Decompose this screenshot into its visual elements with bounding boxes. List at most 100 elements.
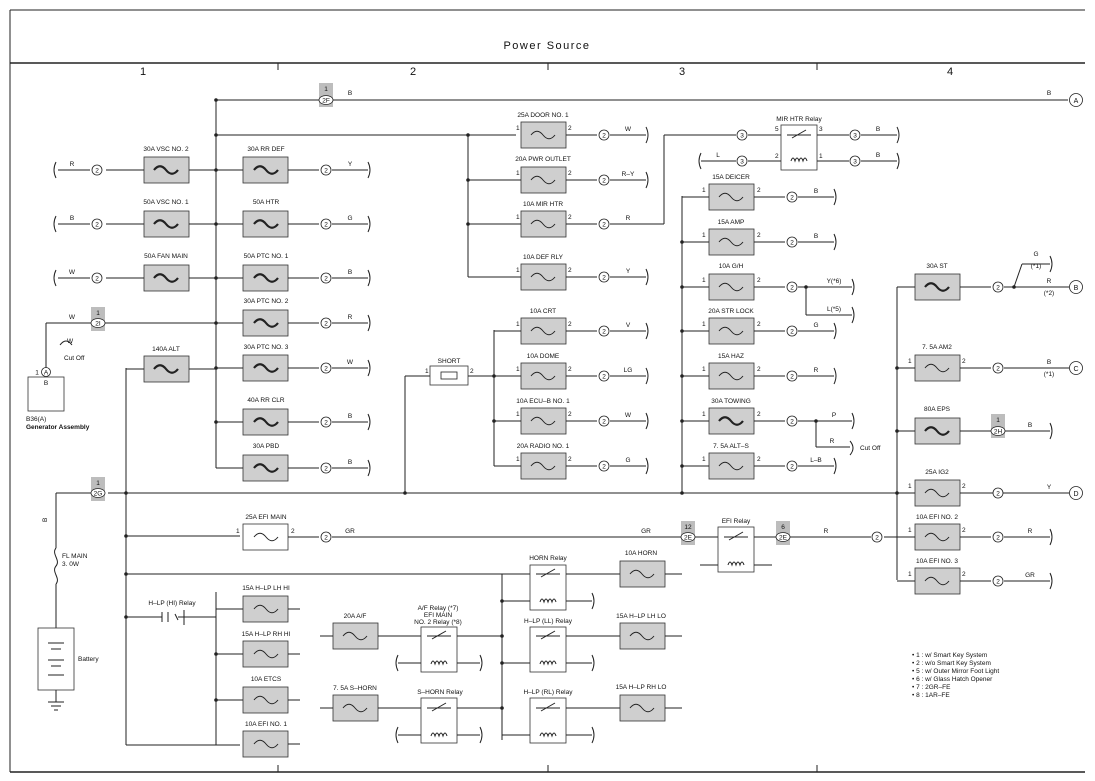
wire-color: Y(*6): [827, 278, 842, 285]
fusible-link-fl-main: FL MAIN 3. 0W: [54, 547, 88, 628]
pin-number: 1: [996, 417, 1000, 424]
legend-entry: • 6 : w/ Glass Hatch Opener: [912, 676, 993, 683]
fuse-label: 15A H–LP RH LO: [616, 684, 667, 691]
pin-number: 2: [568, 366, 572, 373]
wire-color: B: [1047, 90, 1051, 97]
component-name: Generator Assembly: [26, 424, 90, 431]
relay-label: H–LP (LL) Relay: [524, 618, 573, 625]
pin-number: 1: [324, 86, 328, 93]
connector-label: 2H: [994, 429, 1003, 436]
fuse-label: 30A PTC NO. 3: [244, 344, 289, 351]
relay-label: H–LP (HI) Relay: [148, 600, 196, 607]
wire-color: R: [1028, 528, 1033, 535]
horn-relay: HORN Relay 10A HORN: [502, 550, 682, 611]
fuse-label: 15A AMP: [718, 219, 745, 226]
fuse-label: 20A STR LOCK: [708, 308, 754, 315]
fuse-30a-st: 30A ST 2 G (*1) R (*2) B: [897, 251, 1083, 301]
fuse-140a-alt: 140A ALT: [126, 346, 216, 383]
cut-off-label: Cut Off: [860, 445, 881, 452]
connector-label: 2: [790, 419, 794, 426]
pin-number: 1: [702, 411, 706, 418]
wire-note: (*2): [1044, 290, 1054, 297]
wire-color: B: [814, 188, 818, 195]
fuse-80a-eps: 80A EPS 1 2H B: [897, 406, 1053, 445]
fuse-10a-etcs: 10A ETCS: [216, 676, 300, 714]
generator-assembly: A 1 B B36(A) Generator Assembly: [26, 367, 90, 431]
wire-color: R: [626, 215, 631, 222]
pin-number: 2: [568, 125, 572, 132]
connector-label: 2: [875, 535, 879, 542]
wire-color: LG: [624, 367, 633, 374]
connector-label: 2: [324, 276, 328, 283]
fuse-label: 7. 5A AM2: [922, 344, 952, 351]
fuse-label: 30A ST: [926, 263, 947, 270]
connector-label: 2: [790, 240, 794, 247]
relay-label: EFI Relay: [722, 518, 751, 525]
diagram-frame: [9, 9, 1085, 773]
pin-number: 1: [516, 321, 520, 328]
pin-number: 2: [757, 411, 761, 418]
fuse-10a-efi-no1: 10A EFI NO. 1: [242, 721, 300, 758]
af-efi-main-relay: A/F Relay (*7) EFI MAIN NO. 2 Relay (*8): [395, 605, 483, 673]
fuse-label: 80A EPS: [924, 406, 951, 413]
fuse-label: 25A EFI MAIN: [245, 514, 286, 521]
pin-number: 2: [775, 153, 779, 160]
mir-htr-relay: MIR HTR Relay 5 3 2 1 3 3 B L 3 3 B: [698, 116, 900, 171]
wire-note: (*1): [1031, 263, 1041, 270]
fuse-label: 25A DOOR NO. 1: [517, 112, 569, 119]
fuse-label: 10A G/H: [719, 263, 744, 270]
connector-label: 2: [95, 222, 99, 229]
connector-label: 3: [853, 133, 857, 140]
connector-label: 2: [790, 464, 794, 471]
wire-color: G: [1033, 251, 1038, 258]
pin-number: 2: [757, 277, 761, 284]
wire-color: R: [824, 528, 829, 535]
pin-number: 1: [702, 456, 706, 463]
column-number: 3: [679, 66, 685, 78]
page-title: Power Source: [503, 40, 590, 52]
legend-entry: • 7 : 2GR–FE: [912, 684, 951, 691]
pin-number: 1: [516, 170, 520, 177]
connector-label: 2: [602, 275, 606, 282]
pin-number: 2: [757, 232, 761, 239]
pin-number: 2: [757, 366, 761, 373]
connector-label: 2E: [779, 535, 788, 542]
connector-label: 2: [996, 366, 1000, 373]
fuse-label: 10A CRT: [530, 308, 556, 315]
junction-a: A: [1074, 98, 1079, 105]
wire-color: B: [876, 152, 880, 159]
fuse-label: 10A EFI NO. 2: [916, 514, 958, 521]
pin-number: 1: [908, 358, 912, 365]
connector-label: 2: [602, 178, 606, 185]
connector-2g: 1 2G B: [42, 477, 106, 548]
wire-color: B: [348, 90, 352, 97]
connector-label: 3: [853, 159, 857, 166]
wire-color: B: [876, 126, 880, 133]
pin-number: 2: [962, 483, 966, 490]
wire-color: B: [1047, 359, 1051, 366]
hlp-hi-relay: H–LP (HI) Relay: [126, 600, 216, 625]
pin-number: 1: [516, 214, 520, 221]
pin-number: 1: [702, 187, 706, 194]
connector-label: 2E: [684, 535, 693, 542]
fuse-label: 30A TOWING: [711, 398, 751, 405]
fuse-label: 15A H–LP RH HI: [242, 631, 291, 638]
pin-letter: A: [44, 370, 49, 377]
fuse-7-5a-s-horn: 7. 5A S–HORN: [320, 685, 502, 722]
connector-label: 2: [324, 222, 328, 229]
connector-label: 2: [602, 374, 606, 381]
connector-label: 2: [996, 285, 1000, 292]
